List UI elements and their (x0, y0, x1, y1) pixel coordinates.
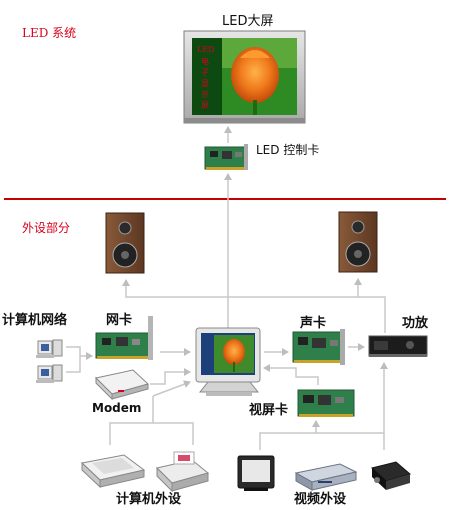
network-card-label: 网卡 (106, 313, 133, 328)
video-card-icon (297, 389, 355, 417)
computer-peripherals-bracket (109, 422, 194, 445)
modem-label: Modem (92, 401, 142, 415)
speaker-right-icon (338, 211, 378, 273)
led-screen (183, 30, 306, 124)
network-bracket (66, 346, 81, 373)
screen-text-2: 子 (201, 68, 209, 77)
arrow-peripherals-to-monitor (152, 380, 191, 397)
led-control-card-icon (204, 144, 248, 170)
arrow-amp-to-left-speaker (122, 279, 386, 333)
video-card-label: 视屏卡 (249, 403, 289, 418)
screen-text-1: 电 (201, 56, 209, 66)
modem-icon (94, 369, 149, 401)
amplifier-icon (368, 335, 428, 357)
sound-card-icon (292, 329, 345, 365)
led-system-label: LED 系统 (22, 26, 77, 40)
sound-card-label: 声卡 (300, 316, 327, 331)
amplifier-label: 功放 (402, 316, 429, 331)
computer-monitor-icon (195, 327, 261, 396)
screen-text-led: LED (197, 45, 215, 54)
network-pc-2-icon (36, 364, 63, 383)
arrow-modem-to-monitor (150, 368, 191, 385)
network-card-icon (95, 316, 153, 360)
network-label: 计算机网络 (2, 313, 68, 328)
network-pc-1-icon (36, 339, 63, 358)
screen-text-5: 屏 (201, 101, 209, 110)
led-screen-label: LED大屏 (222, 14, 274, 29)
speaker-left-icon (105, 212, 145, 274)
projector-icon (370, 461, 412, 490)
arrow-video-card-to-monitor (263, 364, 319, 385)
screen-text-3: 显 (201, 79, 209, 88)
tv-icon (237, 455, 275, 491)
scanner-icon (80, 454, 146, 489)
video-peripherals-label: 视频外设 (294, 492, 347, 507)
led-control-card-label: LED 控制卡 (256, 143, 320, 157)
peripherals-label: 外设部分 (22, 221, 71, 235)
printer-icon (156, 451, 210, 493)
led-screen-text: LED 电 子 显 示 屏 (197, 45, 215, 110)
video-peripherals-bracket (259, 432, 385, 450)
vcr-icon (294, 463, 358, 491)
screen-text-4: 示 (201, 90, 209, 99)
computer-peripherals-label: 计算机外设 (116, 492, 182, 507)
